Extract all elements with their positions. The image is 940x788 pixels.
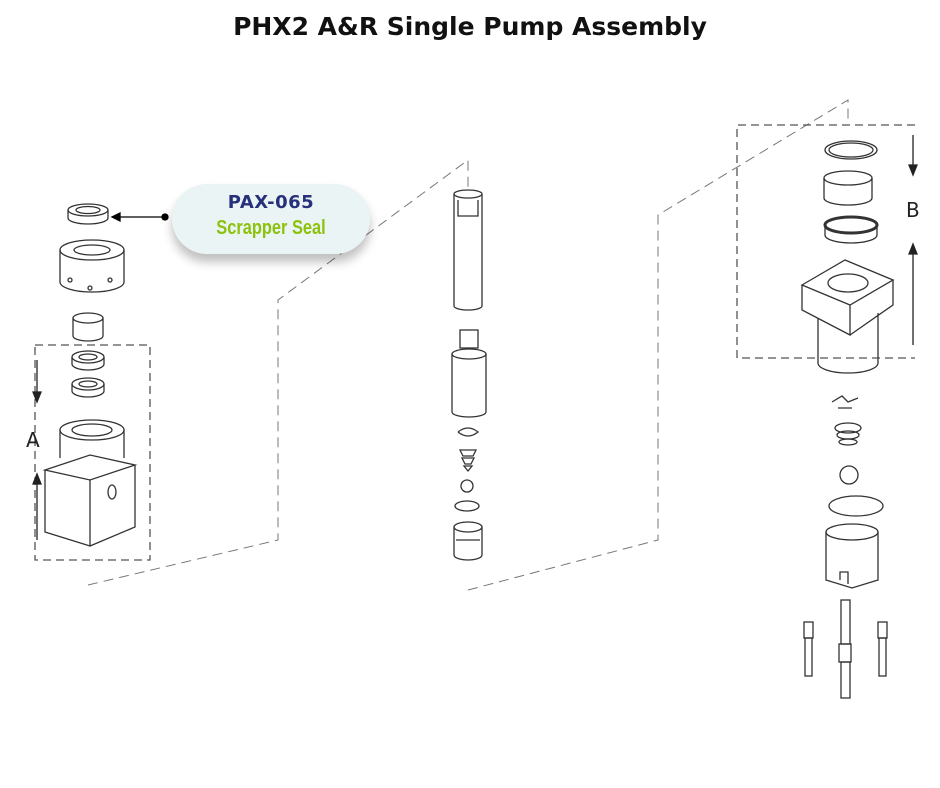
bushing-part [72, 312, 104, 342]
diagram-title: PHX2 A&R Single Pump Assembly [233, 12, 707, 41]
o-ring-part [454, 500, 480, 512]
bolt-part-3 [877, 621, 888, 677]
bolt-part-2 [838, 599, 852, 699]
group-b-arrows [908, 135, 918, 345]
pump-housing-part [42, 419, 138, 547]
retainer-clip-part [831, 395, 859, 409]
part-callout: PAX-065 Scrapper Seal [172, 184, 370, 254]
group-a-box [34, 344, 151, 561]
valve-o-ring-part [828, 495, 884, 517]
valve-nut-part [453, 521, 483, 561]
top-seal-part [823, 215, 879, 244]
group-b-box [736, 124, 915, 359]
gland-nut-part [59, 239, 125, 293]
group-a-label: A [26, 428, 40, 452]
piston-rod-part [453, 189, 483, 311]
clip-part [457, 427, 480, 437]
top-bushing-part [823, 170, 873, 206]
spring-part [458, 449, 478, 473]
bolt-part-1 [803, 621, 814, 677]
callout-part-number: PAX-065 [227, 192, 315, 213]
callout-part-description: Scrapper Seal [216, 217, 326, 239]
valve-ball-part [839, 465, 859, 485]
flange-part [800, 259, 895, 374]
callout-arrow [110, 211, 169, 223]
assembly-path-lines [87, 99, 849, 591]
seal-part-2 [71, 377, 105, 398]
valve-body-part [825, 523, 879, 589]
piston-part [451, 329, 487, 418]
seal-part-1 [71, 350, 105, 371]
valve-spring-part [834, 422, 862, 446]
scraper-seal-part [67, 203, 109, 225]
ball-part [460, 479, 474, 493]
group-b-label: B [906, 198, 920, 222]
top-ring-part [824, 140, 878, 160]
group-a-arrows [32, 360, 42, 540]
